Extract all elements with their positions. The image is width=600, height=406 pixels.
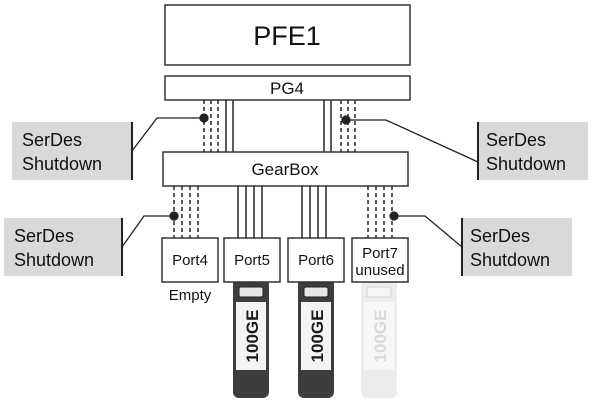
serdes-label-line2: Shutdown xyxy=(470,250,550,270)
label-panel xyxy=(4,218,122,276)
leader-dot xyxy=(169,211,179,221)
serdes-label-line1: SerDes xyxy=(22,130,82,150)
label-panel xyxy=(12,122,132,180)
serdes-label-line1: SerDes xyxy=(486,130,546,150)
serdes-label-line2: Shutdown xyxy=(486,154,566,174)
serdes-label-upper-right: SerDes Shutdown xyxy=(477,122,588,180)
port-box xyxy=(161,237,219,283)
port-box xyxy=(351,237,409,283)
port-box xyxy=(223,237,281,283)
module-port7: 100GE xyxy=(361,278,397,398)
pg-box xyxy=(164,75,411,101)
leader-lower-right xyxy=(396,215,463,248)
pfe-block: PFE1 xyxy=(164,4,411,66)
gearbox-box xyxy=(162,151,409,187)
lanes-pg-to-gearbox xyxy=(203,100,356,152)
module-label: 100GE xyxy=(371,310,390,363)
label-panel xyxy=(462,218,572,276)
serdes-label-line1: SerDes xyxy=(470,226,530,246)
pg-block: PG4 xyxy=(164,75,411,101)
module-label: 100GE xyxy=(308,310,327,363)
serdes-label-lower-left: SerDes Shutdown xyxy=(4,218,123,276)
gearbox-label: GearBox xyxy=(251,160,319,179)
module-label-area xyxy=(364,302,394,370)
serdes-label-line1: SerDes xyxy=(14,226,74,246)
label-panel xyxy=(478,122,588,180)
leader-upper-right xyxy=(348,119,479,163)
leader-upper-left xyxy=(131,117,204,152)
port-label: Port5 xyxy=(234,252,270,269)
port-label: Port4 xyxy=(172,252,208,269)
module-port6: 100GE xyxy=(298,278,334,398)
leader-lower-left xyxy=(121,215,174,248)
module-label: 100GE xyxy=(243,310,262,363)
serdes-label-upper-left: SerDes Shutdown xyxy=(12,122,133,180)
gearbox-block: GearBox xyxy=(162,151,409,187)
leader-dot xyxy=(389,211,399,221)
module-label-area xyxy=(301,302,331,370)
port6: Port6 xyxy=(287,237,345,283)
port-label: Port7 xyxy=(362,245,398,262)
serdes-label-line2: Shutdown xyxy=(22,154,102,174)
leader-dot xyxy=(199,113,209,123)
port-status-empty: Empty xyxy=(169,287,212,304)
pfe-label: PFE1 xyxy=(253,21,321,51)
pfe-box xyxy=(164,4,411,66)
module-latch xyxy=(303,286,329,298)
port5: Port5 xyxy=(223,237,281,283)
serdes-label-lower-right: SerDes Shutdown xyxy=(461,218,572,276)
module-latch xyxy=(366,286,392,298)
module-label-area xyxy=(236,302,266,370)
port7: Port7 unused xyxy=(351,237,409,283)
port-sublabel-unused: unused xyxy=(355,262,404,279)
module-latch xyxy=(238,286,264,298)
port-label: Port6 xyxy=(298,252,334,269)
leader-lines xyxy=(121,113,479,248)
port4: Port4 Empty xyxy=(161,237,219,304)
lanes-gearbox-to-ports xyxy=(173,186,393,238)
module-port5: 100GE xyxy=(233,278,269,398)
pg-label: PG4 xyxy=(270,79,304,98)
serdes-label-line2: Shutdown xyxy=(14,250,94,270)
leader-dot xyxy=(341,115,351,125)
port-box xyxy=(287,237,345,283)
